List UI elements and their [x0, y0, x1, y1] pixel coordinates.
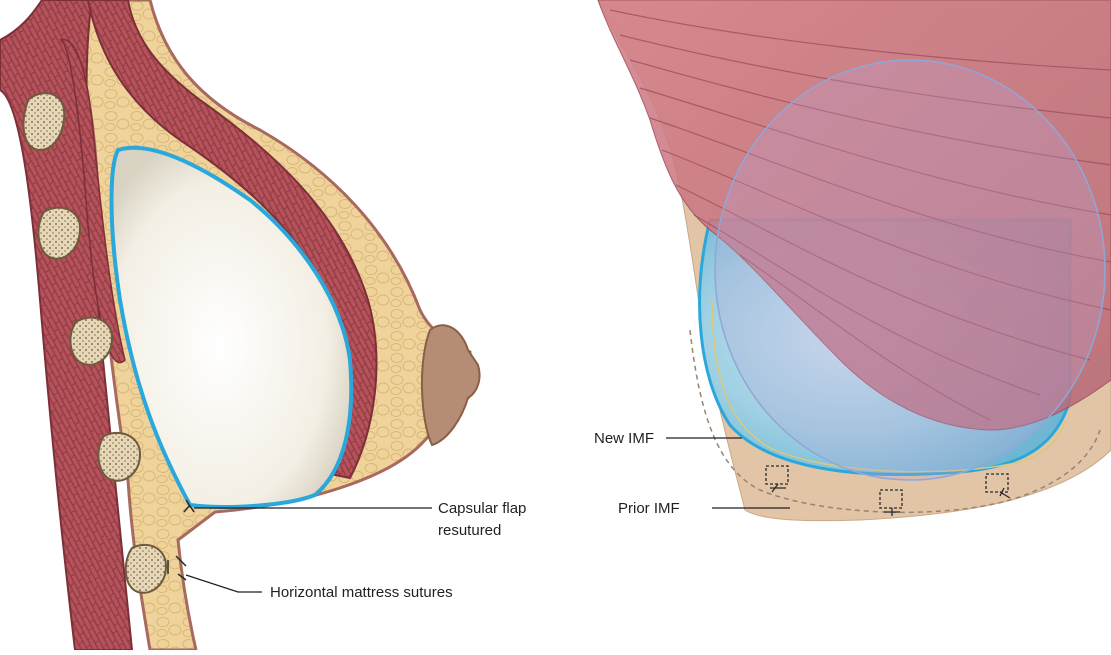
capsular-flap-label-line1: Capsular flap: [438, 500, 526, 517]
horizontal-mattress-label: Horizontal mattress sutures: [270, 584, 453, 601]
mattress-leader: [186, 575, 262, 592]
right-frontal-diagram: New IMF Prior IMF: [594, 0, 1111, 521]
nipple-areola: [422, 325, 480, 445]
implant-outline-overlay: [715, 60, 1105, 480]
left-sagittal-diagram: Capsular flap resutured Horizontal mattr…: [0, 0, 526, 650]
rib-cross-section-icon: [126, 545, 166, 593]
capsular-flap-label-line2: resutured: [438, 522, 501, 539]
rib-cross-section-icon: [98, 433, 140, 481]
prior-imf-label: Prior IMF: [618, 500, 680, 517]
rib-cross-section-icon: [70, 318, 112, 365]
new-imf-label: New IMF: [594, 430, 654, 447]
